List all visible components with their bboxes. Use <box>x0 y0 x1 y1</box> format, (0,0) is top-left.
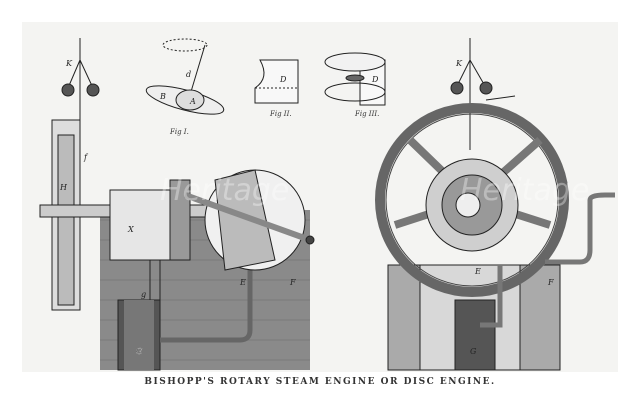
watermark-left: Heritage <box>160 173 289 208</box>
disc-casing-left <box>183 169 315 271</box>
label-g-small: g <box>141 290 146 299</box>
label-f: f <box>83 153 89 162</box>
label-x: X <box>127 225 134 234</box>
label-f-right: F <box>547 278 554 287</box>
fig3-caption: Fig III. <box>354 110 379 118</box>
label-e-right: E <box>474 267 481 276</box>
label-g-right: G <box>470 347 477 356</box>
figure-3: D Fig III. <box>324 52 386 118</box>
label-k: K <box>65 59 73 68</box>
right-engine: K G F E <box>375 38 615 371</box>
figure-2: D Fig II. <box>254 59 299 118</box>
figure-1: B A d Fig I. <box>145 38 225 136</box>
label-f-left: F <box>289 278 296 287</box>
watermark-right: Heritage <box>460 173 589 208</box>
left-governor: K <box>61 38 100 120</box>
label-g-left: G <box>136 347 143 356</box>
label-b: B <box>159 92 166 101</box>
plate-caption: BISHOPP'S ROTARY STEAM ENGINE OR DISC EN… <box>144 377 496 387</box>
label-k-right: K <box>455 59 463 68</box>
label-h: H <box>59 183 68 192</box>
label-e-left: E <box>239 278 246 287</box>
fig2-caption: Fig II. <box>269 110 292 118</box>
label-d-fig2: D <box>279 75 287 84</box>
fig1-caption: Fig I. <box>169 128 189 136</box>
label-a: A <box>189 97 196 106</box>
label-d-fig3: D <box>371 75 379 84</box>
label-d-small: d <box>186 70 191 79</box>
